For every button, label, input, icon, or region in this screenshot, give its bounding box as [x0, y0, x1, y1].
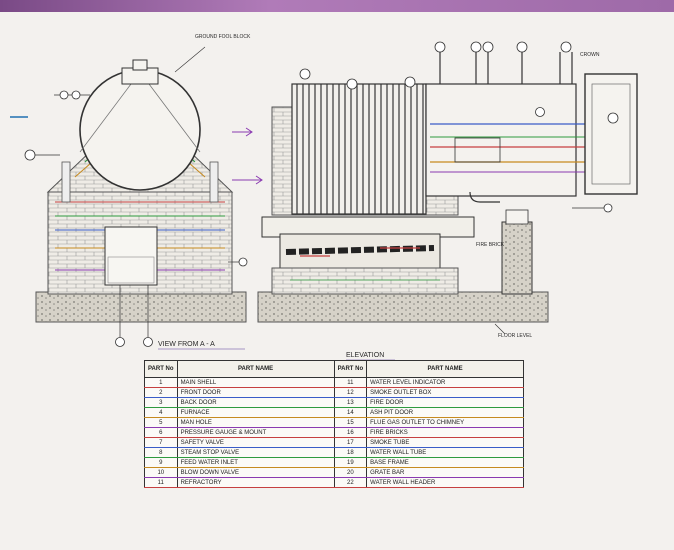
elevation-shell-tubes	[291, 83, 427, 215]
table-row: 9 FEED WATER INLET 19 BASE FRAME	[144, 457, 524, 468]
table-row: 1 MAIN SHELL 11 WATER LEVEL INDICATOR	[144, 377, 524, 388]
ground-note: FLOOR LEVEL	[498, 333, 532, 339]
part-name: WATER LEVEL INDICATOR	[366, 377, 524, 388]
part-no: 3	[144, 397, 178, 408]
part-name: BLOW DOWN VALVE	[176, 467, 335, 478]
part-name: PRESSURE GAUGE & MOUNT	[176, 427, 335, 438]
table-row: 11 REFRACTORY 22 WATER WALL HEADER	[144, 477, 524, 488]
part-name: FURNACE	[176, 407, 335, 418]
part-name: MAN HOLE	[176, 417, 335, 428]
part-name: FIRE BRICKS	[366, 427, 524, 438]
part-name: FRONT DOOR	[176, 387, 335, 398]
parts-table-header: PART No PART NAME PART No PART NAME	[144, 360, 524, 378]
part-name: FLUE GAS OUTLET TO CHIMNEY	[366, 417, 524, 428]
part-no: 2	[144, 387, 178, 398]
part-name: SMOKE OUTLET BOX	[366, 387, 524, 398]
part-no: 6	[144, 427, 178, 438]
part-name: BACK DOOR	[176, 397, 335, 408]
part-no: 4	[144, 407, 178, 418]
part-name: STEAM STOP VALVE	[176, 447, 335, 458]
part-no: 12	[333, 387, 368, 398]
part-name: ASH PIT DOOR	[366, 407, 524, 418]
table-row: 8 STEAM STOP VALVE 18 WATER WALL TUBE	[144, 447, 524, 458]
header-part-no: PART No	[144, 360, 178, 378]
elevation-view: CROWN FIRE BRICK FLOOR LEVEL ELEVATION	[232, 41, 638, 361]
part-no: 1	[144, 377, 178, 388]
header-part-name-2: PART NAME	[366, 360, 524, 378]
table-row: 5 MAN HOLE 15 FLUE GAS OUTLET TO CHIMNEY	[144, 417, 524, 428]
top-note-right: CROWN	[580, 52, 600, 58]
part-no: 11	[333, 377, 368, 388]
front-view-title: VIEW FROM A - A	[158, 341, 215, 348]
part-name: MAIN SHELL	[176, 377, 335, 388]
part-no: 15	[333, 417, 368, 428]
part-name: WATER WALL HEADER	[366, 477, 524, 488]
part-name: SMOKE TUBE	[366, 437, 524, 448]
front-view: GROUND FOOL BLOCK VIEW FROM A - A	[10, 34, 253, 350]
part-no: 17	[333, 437, 368, 448]
front-foundation	[35, 291, 247, 323]
part-name: FEED WATER INLET	[176, 457, 335, 468]
part-name: GRATE BAR	[366, 467, 524, 478]
part-no: 14	[333, 407, 368, 418]
part-no: 13	[333, 397, 368, 408]
front-door-box	[584, 73, 638, 195]
part-no: 11	[144, 477, 178, 488]
part-no: 8	[144, 447, 178, 458]
front-fire-door	[104, 226, 158, 286]
part-name: BASE FRAME	[366, 457, 524, 468]
part-no: 16	[333, 427, 368, 438]
table-row: 3 BACK DOOR 13 FIRE DOOR	[144, 397, 524, 408]
part-no: 20	[333, 467, 368, 478]
part-no: 7	[144, 437, 178, 448]
main-shell-circle	[79, 69, 201, 191]
part-no: 10	[144, 467, 178, 478]
table-row: 10 BLOW DOWN VALVE 20 GRATE BAR	[144, 467, 524, 478]
part-no: 9	[144, 457, 178, 468]
table-row: 4 FURNACE 14 ASH PIT DOOR	[144, 407, 524, 418]
elevation-title: ELEVATION	[346, 352, 384, 359]
part-name: REFRACTORY	[176, 477, 335, 488]
top-color-band	[0, 0, 674, 12]
callout-circle	[24, 149, 36, 161]
header-part-name: PART NAME	[176, 360, 335, 378]
part-name: SAFETY VALVE	[176, 437, 335, 448]
table-row: 2 FRONT DOOR 12 SMOKE OUTLET BOX	[144, 387, 524, 398]
header-part-no-2: PART No	[333, 360, 368, 378]
top-note-left: GROUND FOOL BLOCK	[195, 34, 251, 40]
part-no: 18	[333, 447, 368, 458]
table-row: 6 PRESSURE GAUGE & MOUNT 16 FIRE BRICKS	[144, 427, 524, 438]
flue-note: FIRE BRICK	[476, 242, 505, 248]
part-no: 5	[144, 417, 178, 428]
part-no: 19	[333, 457, 368, 468]
part-no: 22	[333, 477, 368, 488]
part-name: FIRE DOOR	[366, 397, 524, 408]
parts-table: PART No PART NAME PART No PART NAME 1 MA…	[144, 360, 524, 488]
elevation-foundation	[257, 291, 549, 323]
table-row: 7 SAFETY VALVE 17 SMOKE TUBE	[144, 437, 524, 448]
boiler-drawing: GROUND FOOL BLOCK VIEW FROM A - A CROWN	[10, 34, 638, 361]
front-chamber	[425, 83, 577, 197]
part-name: WATER WALL TUBE	[366, 447, 524, 458]
